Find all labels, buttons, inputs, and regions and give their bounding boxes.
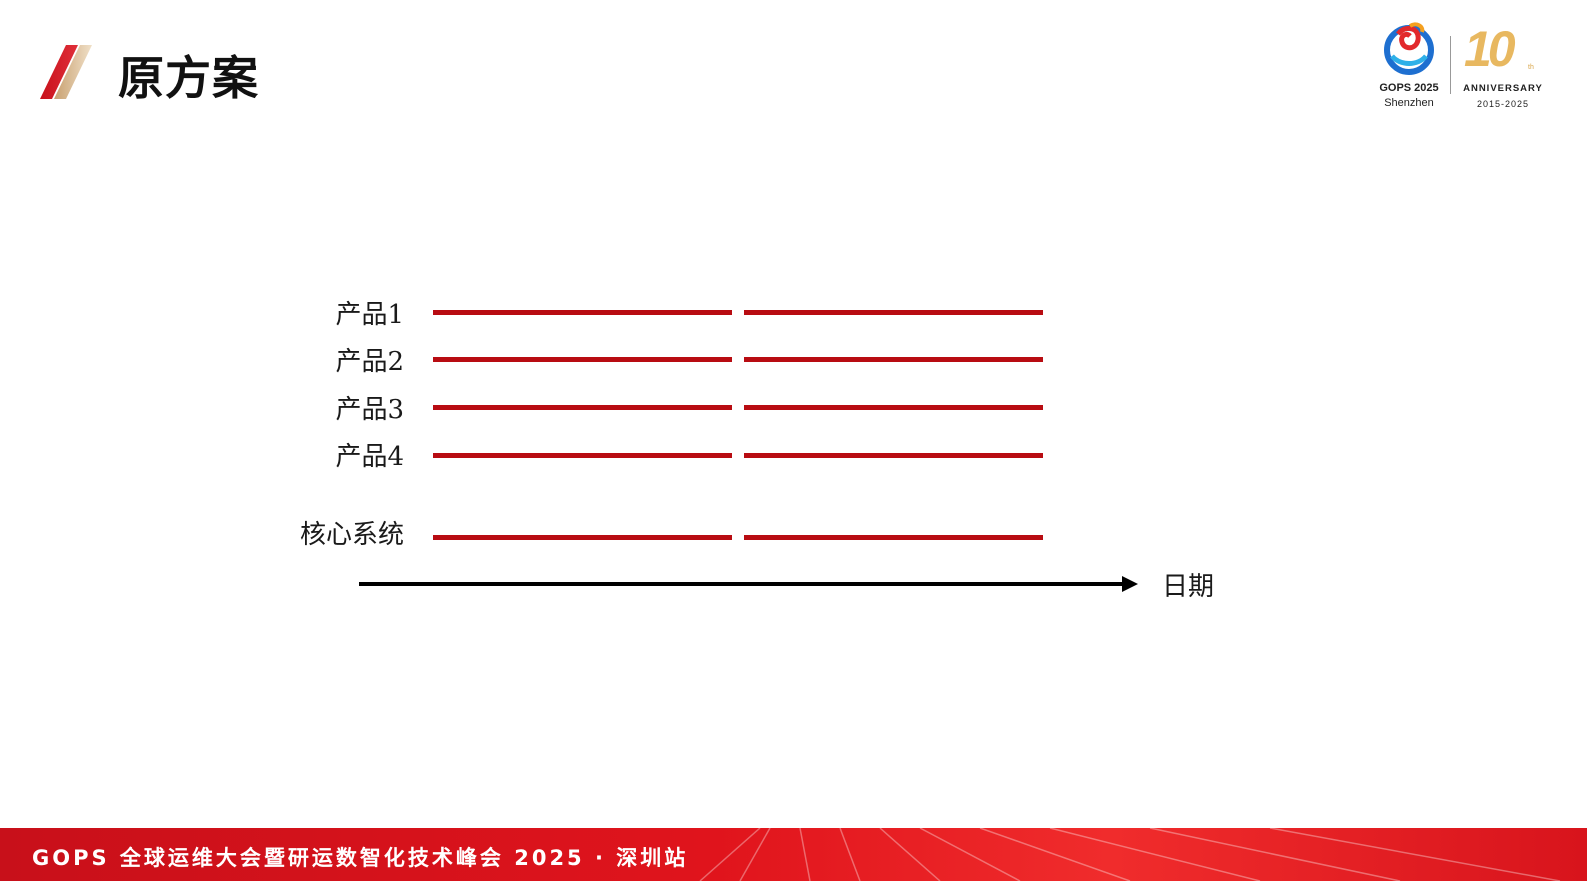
footer-rays-decoration: [699, 828, 1561, 881]
date-axis-label: 日期: [1162, 572, 1215, 602]
date-axis-line: [359, 582, 1127, 586]
row-bar-product-4-b: [744, 453, 1043, 458]
footer-banner: GOPS 全球运维大会暨研运数智化技术峰会 2025 · 深圳站: [0, 828, 1587, 881]
row-label-product-3: 产品3: [335, 395, 404, 425]
row-bar-core-system-b: [744, 535, 1043, 540]
row-bar-product-1-a: [433, 310, 732, 315]
anniversary-years: 2015-2025: [1476, 99, 1530, 109]
gops-logo-title: GOPS 2025: [1379, 82, 1439, 94]
row-bar-product-2-b: [744, 357, 1043, 362]
row-label-core-system: 核心系统: [299, 520, 404, 550]
row-bar-core-system-a: [433, 535, 732, 540]
row-bar-product-3-a: [433, 405, 732, 410]
row-label-product-4: 产品4: [335, 442, 404, 472]
title-stripe-icon: [40, 45, 92, 99]
row-label-product-2: 产品2: [335, 347, 404, 377]
anniversary-logo: 10 th ANNIVERSARY 2015-2025: [1456, 20, 1550, 114]
footer-event-text: GOPS 全球运维大会暨研运数智化技术峰会 2025 · 深圳站: [32, 846, 689, 870]
gops-logo-city: Shenzhen: [1384, 97, 1434, 109]
row-bar-product-3-b: [744, 405, 1043, 410]
row-bar-product-2-a: [433, 357, 732, 362]
anniversary-word: ANNIVERSARY: [1463, 83, 1543, 94]
logo-divider: [1450, 36, 1451, 94]
date-axis-arrow-icon: [1122, 576, 1138, 592]
row-label-product-1: 产品1: [335, 300, 404, 330]
row-bar-product-1-b: [744, 310, 1043, 315]
gops-flame-icon: [1384, 22, 1434, 75]
anniversary-number: 10: [1464, 21, 1516, 77]
anniversary-suffix: th: [1528, 64, 1534, 71]
page-title: 原方案: [118, 51, 259, 105]
gops-logo: GOPS 2025 Shenzhen: [1372, 20, 1446, 114]
row-bar-product-4-a: [433, 453, 732, 458]
